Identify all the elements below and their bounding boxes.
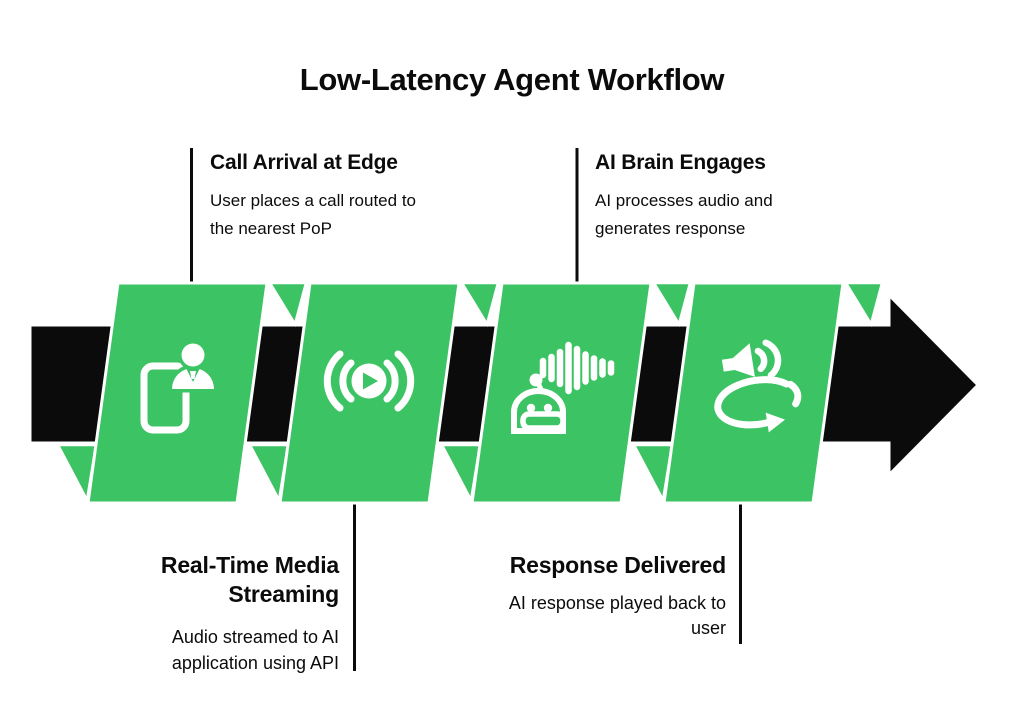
step4-label: Response Delivered AI response played ba…	[476, 551, 726, 641]
step1-heading: Call Arrival at Edge	[210, 151, 398, 174]
panel-step3	[470, 281, 653, 505]
diagram-title: Low-Latency Agent Workflow	[299, 62, 725, 97]
step3-heading: AI Brain Engages	[595, 151, 766, 174]
step4-heading: Response Delivered	[509, 552, 726, 578]
panel-step1	[86, 281, 269, 505]
panel-step4	[662, 281, 845, 505]
robot-voice-icon	[511, 341, 615, 434]
step1-label: Call Arrival at Edge User places a call …	[210, 150, 470, 243]
speaker-loop-icon	[714, 339, 802, 433]
live-stream-icon	[323, 350, 415, 412]
ribbon-folds	[55, 281, 884, 504]
phone-user-icon	[140, 340, 218, 434]
